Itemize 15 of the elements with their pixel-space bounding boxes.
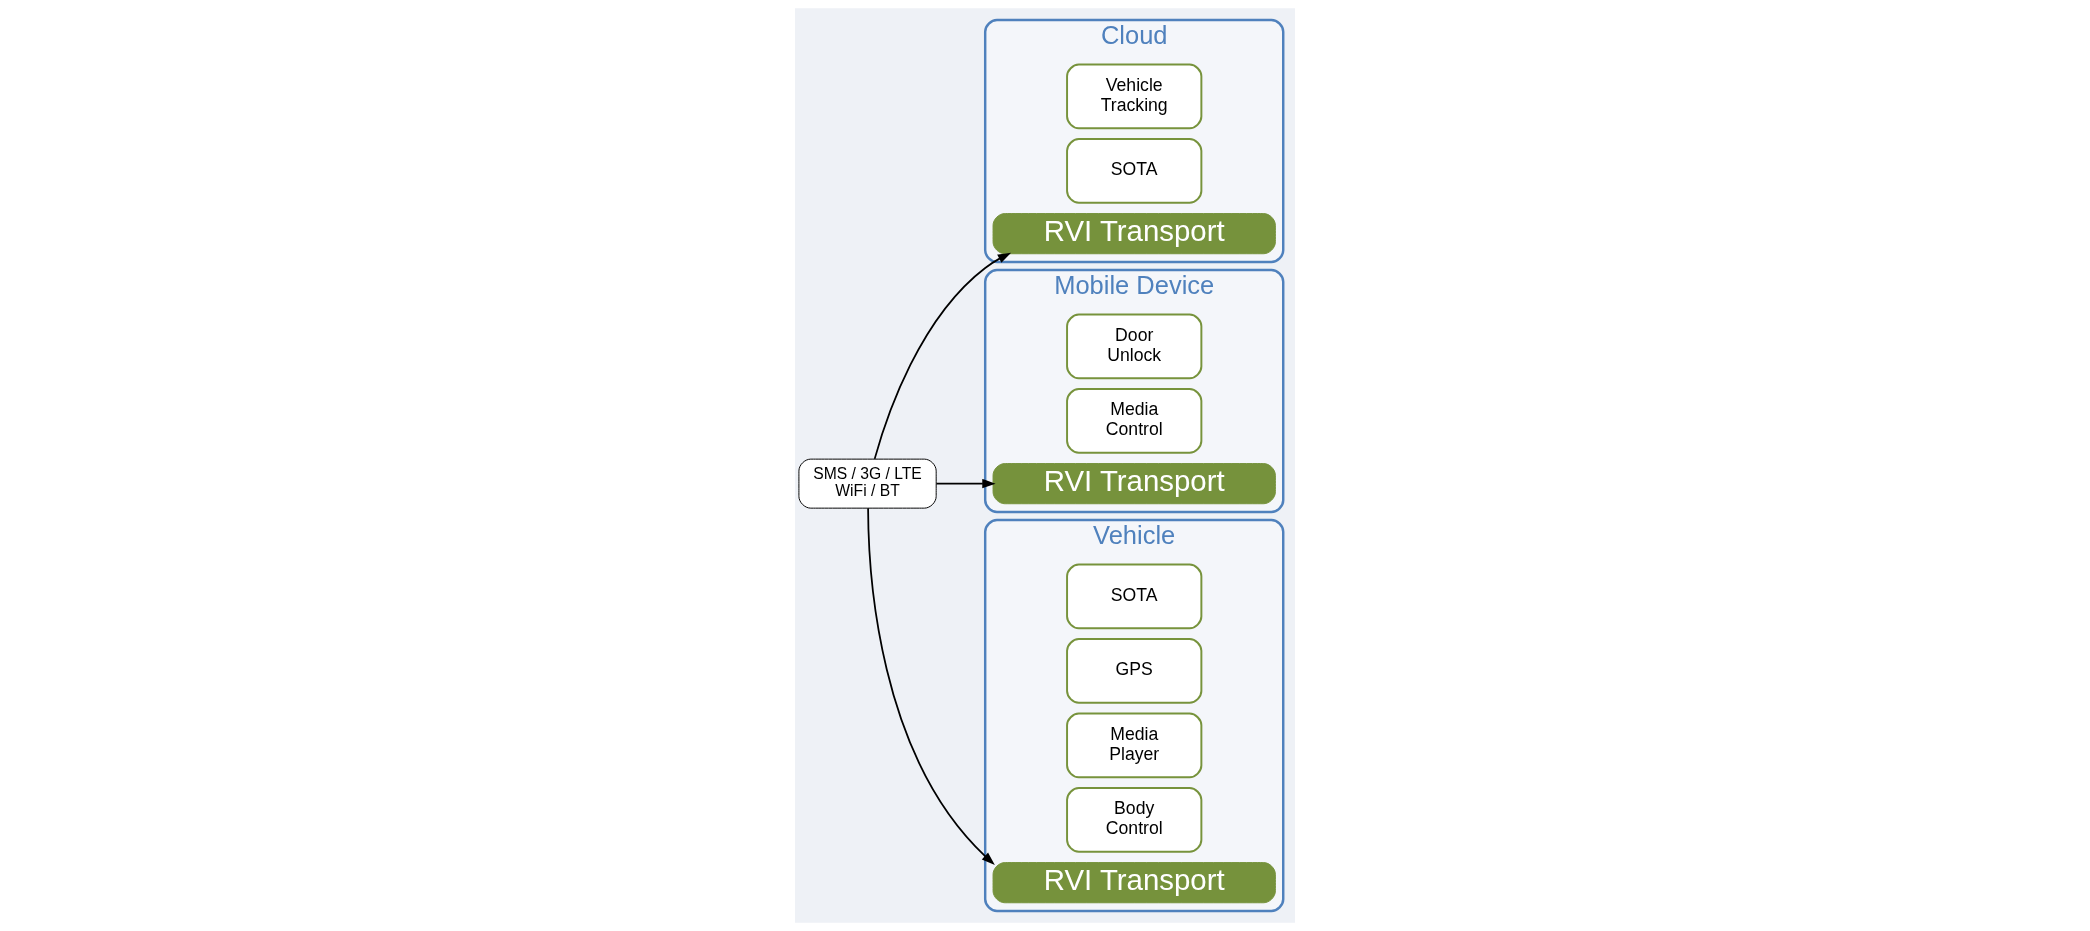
node-box: Vehicle Tracking	[1066, 63, 1203, 130]
node-box: Media Player	[1066, 712, 1203, 779]
node-box: RVI Transport	[992, 213, 1276, 255]
node-box: Media Control	[1066, 388, 1203, 454]
node-box: SOTA	[1066, 138, 1203, 204]
node-box: Body Control	[1066, 787, 1203, 853]
arrow	[867, 507, 995, 865]
node-box: RVI Transport	[992, 862, 1276, 904]
node-box: SOTA	[1066, 563, 1203, 630]
arrow	[935, 478, 996, 489]
node-box: Door Unlock	[1066, 313, 1203, 380]
node-box: SMS / 3G / LTE WiFi / BT	[798, 458, 937, 509]
node-box: GPS	[1066, 638, 1203, 704]
arrow	[873, 252, 1012, 460]
node-box: RVI Transport	[992, 463, 1276, 505]
